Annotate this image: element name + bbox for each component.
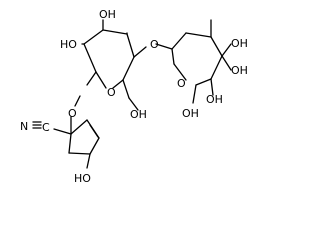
label-oh-sugar2-lower: OH <box>206 93 223 106</box>
label-oh-sugar2-right: OH <box>231 64 248 77</box>
label-nitrile-n: N <box>20 120 28 133</box>
glycosidic-bonds <box>70 95 81 135</box>
label-o-ring1: O <box>107 86 116 99</box>
label-o-bridge: O <box>150 38 159 51</box>
label-nitrile-c: C <box>42 121 50 134</box>
label-oh-anomeric: OH <box>182 107 199 120</box>
molecule-structure: HO OH O OH OH O O O OH OH OH N C HO <box>20 8 248 185</box>
label-o-ring2: O <box>177 77 186 90</box>
cyclopentene-bonds <box>68 119 100 169</box>
label-oh-ch2: OH <box>130 108 147 121</box>
label-ho-top: HO <box>60 38 77 51</box>
label-oh-top: OH <box>99 8 116 21</box>
sugar-ring-1-bonds <box>81 19 147 111</box>
sugar-ring-2-bonds <box>155 19 232 104</box>
label-ho-bottom: HO <box>74 172 91 185</box>
nitrile-bonds <box>32 121 72 135</box>
label-o-glycoside: O <box>68 107 77 120</box>
label-oh-sugar2-upper: OH <box>231 37 248 50</box>
